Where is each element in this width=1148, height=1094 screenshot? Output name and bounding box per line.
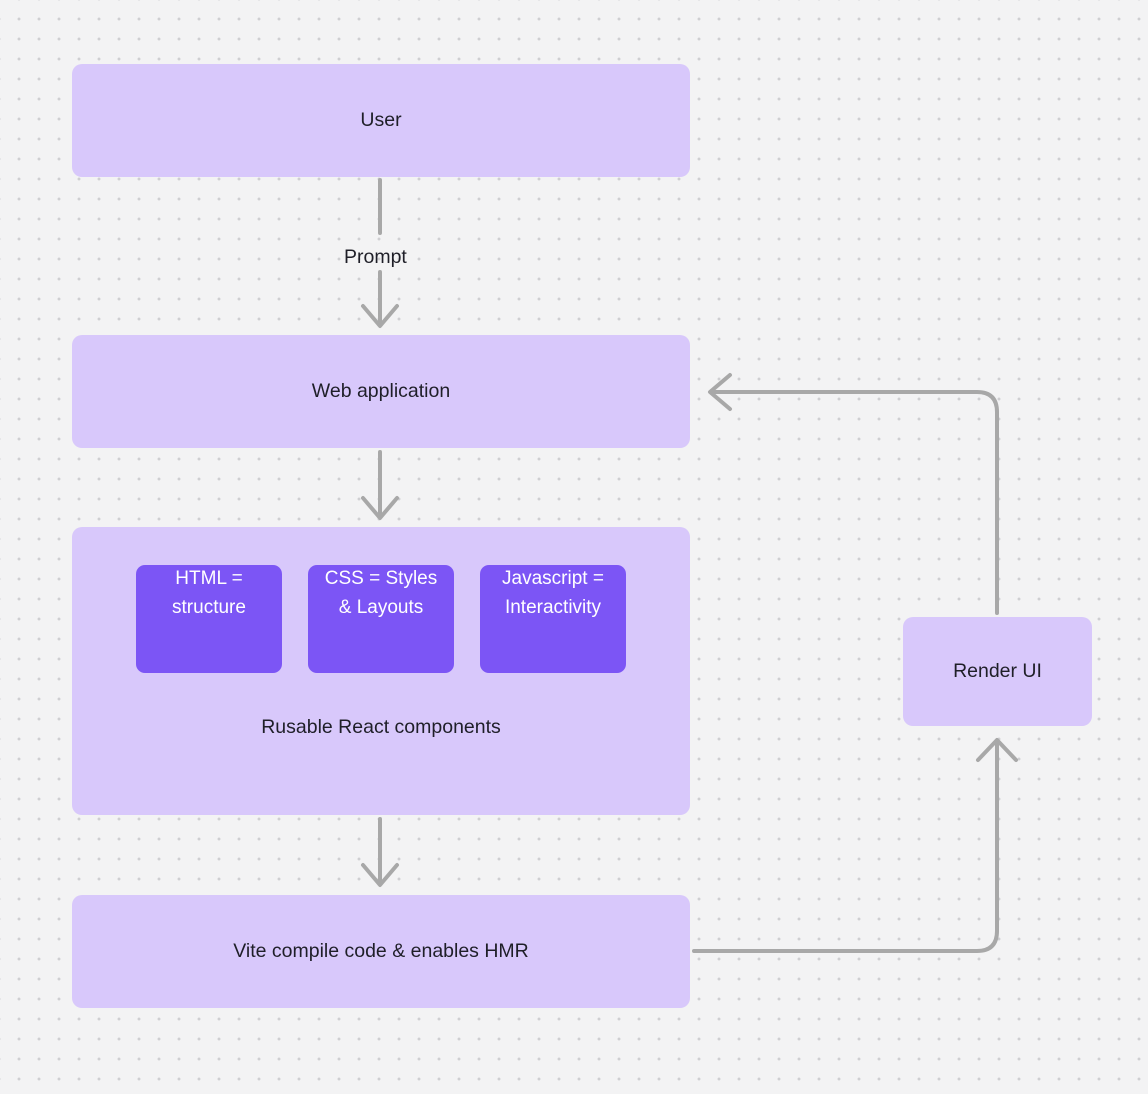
node-javascript-label-line2: Interactivity [504, 596, 602, 618]
node-html[interactable]: HTML = structure [136, 565, 282, 673]
node-css-label-line1: CSS = Styles [324, 568, 438, 589]
edge-vite-to-render [692, 740, 999, 953]
node-css[interactable]: CSS = Styles & Layouts [308, 565, 454, 673]
node-user[interactable]: User [72, 64, 690, 177]
node-javascript-label-line1: Javascript = [502, 568, 604, 589]
arrowhead-render-to-webapp [708, 373, 732, 411]
edge-label-prompt: Prompt [344, 246, 407, 268]
arrowhead-webapp-to-components [361, 496, 399, 520]
node-user-label: User [360, 108, 402, 131]
arrowhead-vite-to-render [976, 738, 1018, 762]
node-react-components[interactable]: HTML = structure CSS = Styles & Layouts … [72, 527, 690, 815]
node-react-components-caption: Rusable React components [261, 716, 501, 738]
node-javascript[interactable]: Javascript = Interactivity [480, 565, 626, 673]
node-html-label-line2: structure [172, 596, 246, 618]
arrowhead-prompt-to-webapp [361, 304, 399, 328]
node-web-application-label: Web application [311, 379, 451, 402]
node-html-label-line1: HTML = [175, 568, 243, 589]
node-web-application[interactable]: Web application [72, 335, 690, 448]
node-render-ui[interactable]: Render UI [903, 617, 1092, 726]
edge-render-to-webapp [710, 390, 999, 615]
inner-node-row: HTML = structure CSS = Styles & Layouts … [136, 565, 626, 673]
node-render-ui-label: Render UI [953, 659, 1042, 682]
node-css-label-line2: & Layouts [338, 596, 424, 618]
node-vite-label: Vite compile code & enables HMR [233, 939, 529, 962]
arrowhead-components-to-vite [361, 863, 399, 887]
node-vite[interactable]: Vite compile code & enables HMR [72, 895, 690, 1008]
